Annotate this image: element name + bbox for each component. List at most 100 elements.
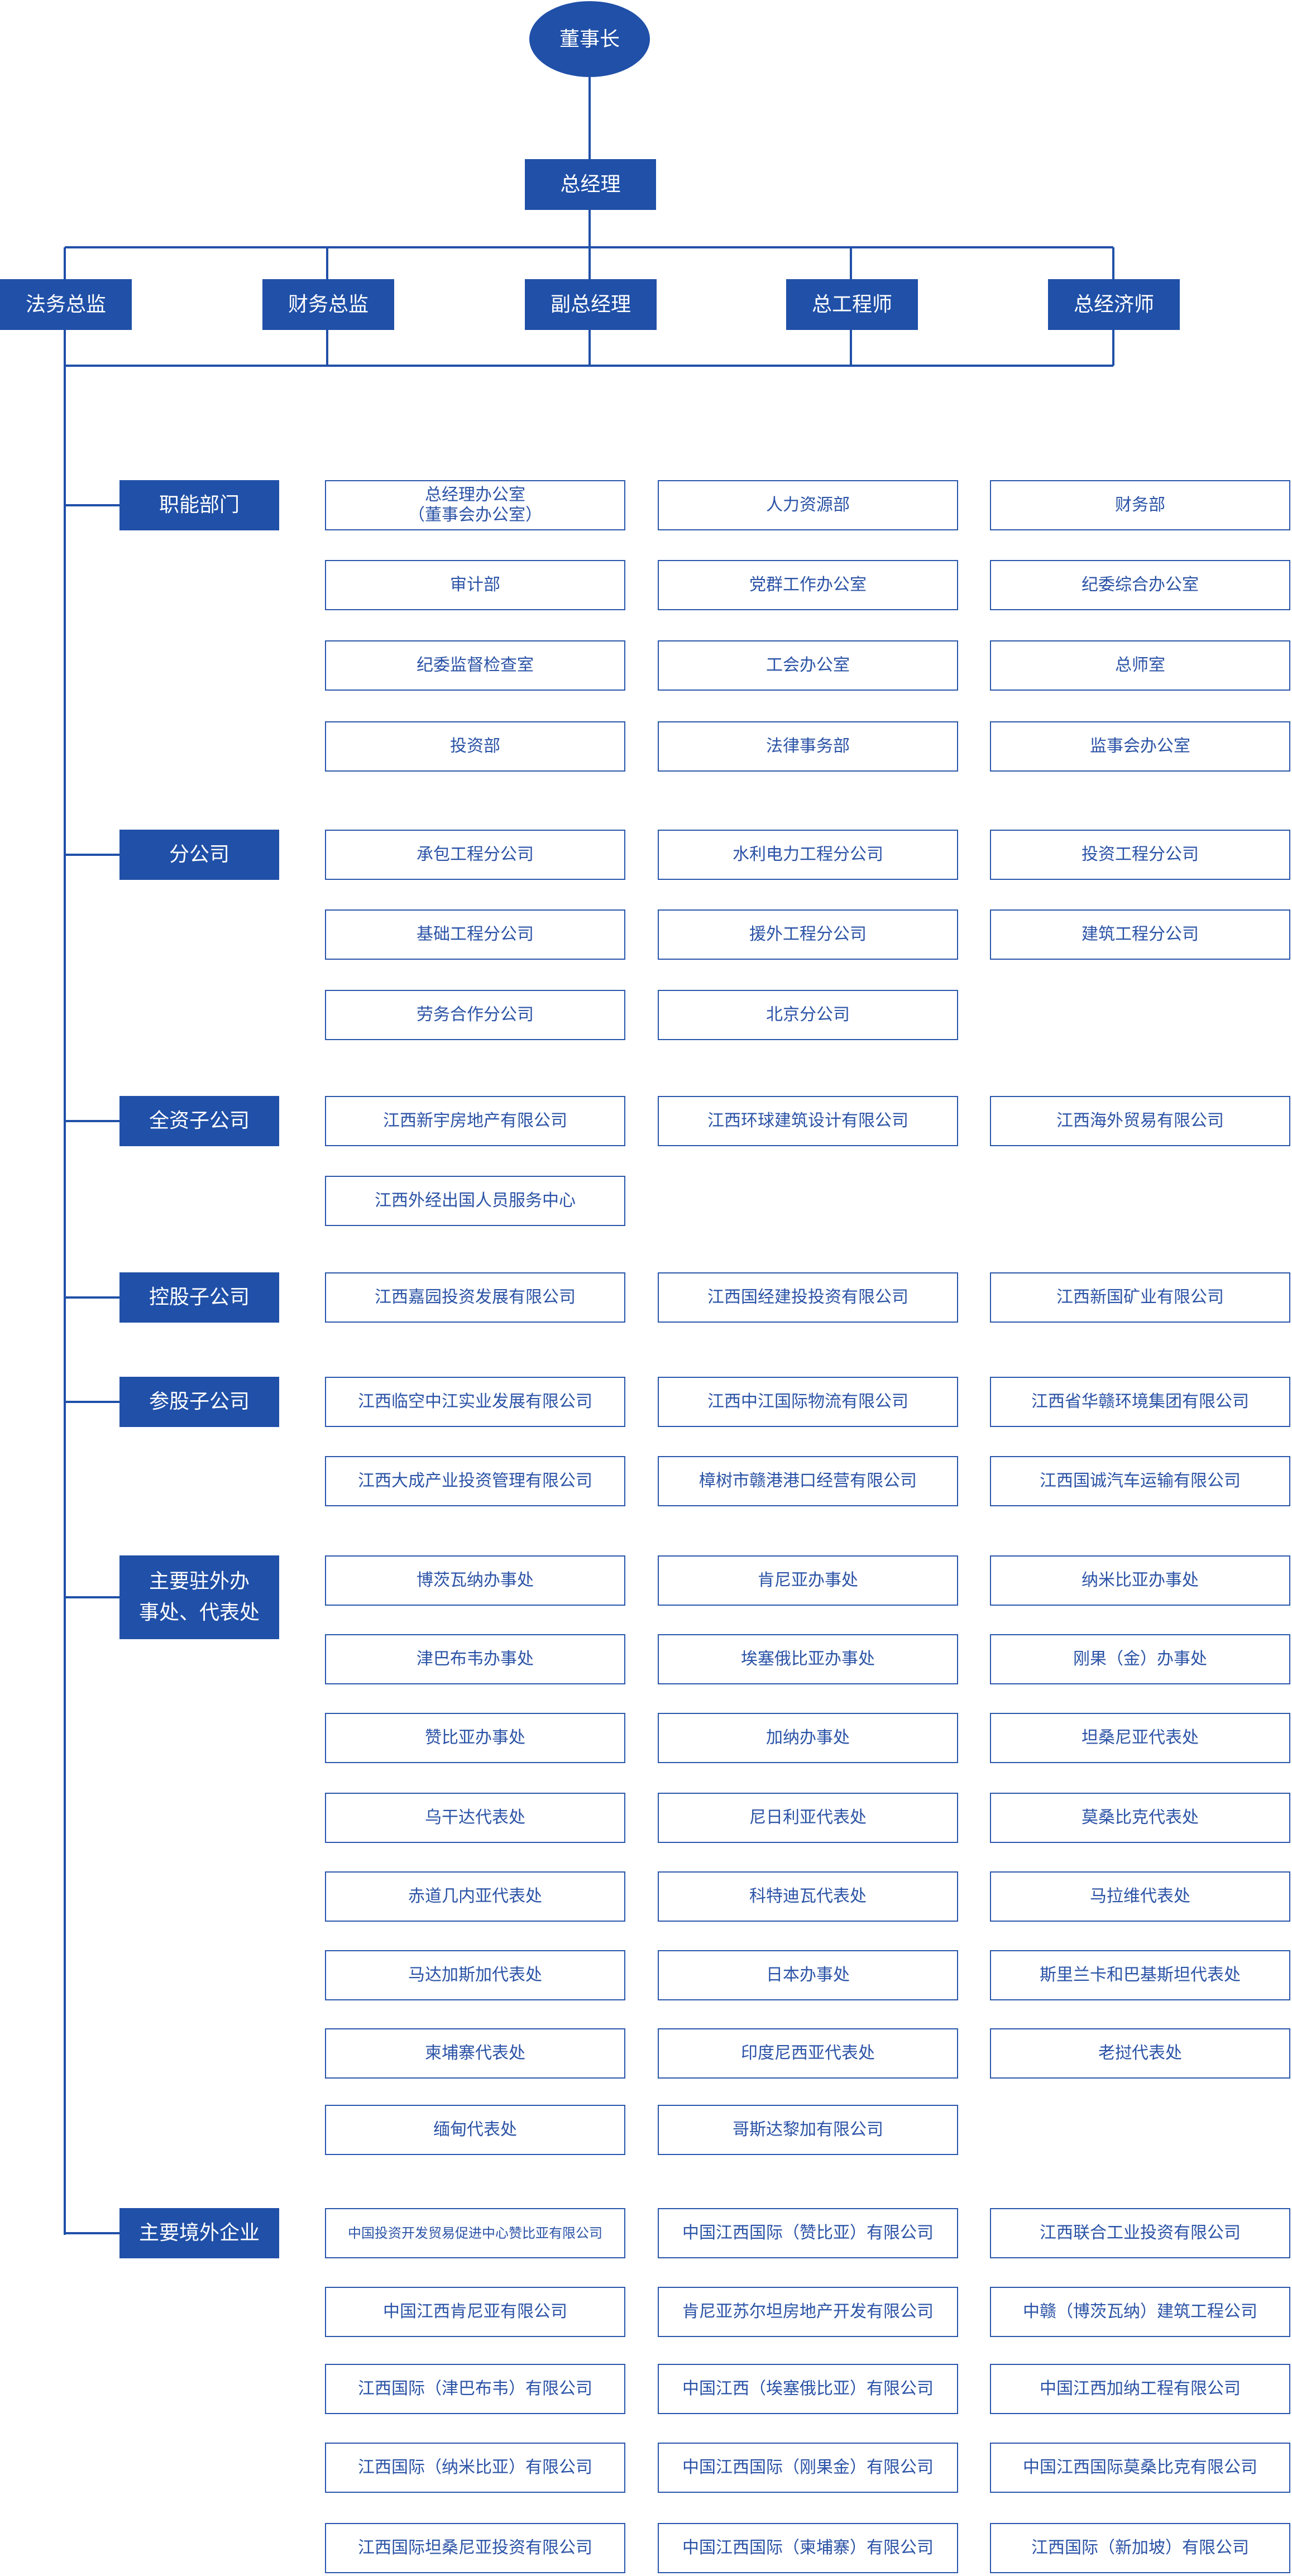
section-heading-label: 职能部门 [159, 494, 240, 517]
executive-label: 法务总监 [25, 293, 106, 316]
section-heading-label: 参股子公司 [149, 1390, 250, 1414]
section-heading-label: 主要境外企业 [138, 2221, 260, 2245]
unit-box: 肯尼亚苏尔坦房地产开发有限公司 [658, 2287, 958, 2337]
unit-label: 江西国际（新加坡）有限公司 [1031, 2538, 1249, 2558]
section-heading-label: 全资子公司 [149, 1109, 250, 1133]
section-heading-label: 分公司 [169, 843, 229, 866]
unit-box: 赤道几内亚代表处 [325, 1871, 625, 1922]
unit-box: 人力资源部 [658, 480, 958, 530]
unit-box: 江西中江国际物流有限公司 [658, 1377, 958, 1427]
unit-label: 江西联合工业投资有限公司 [1040, 2223, 1241, 2243]
unit-label: 江西大成产业投资管理有限公司 [358, 1471, 592, 1491]
unit-label: 津巴布韦办事处 [417, 1649, 534, 1669]
unit-label: 中国江西国际莫桑比克有限公司 [1023, 2458, 1257, 2478]
unit-label: 江西海外贸易有限公司 [1056, 1111, 1224, 1131]
unit-box: 赞比亚办事处 [325, 1713, 625, 1763]
unit-box: 投资工程分公司 [990, 830, 1290, 880]
unit-box: 劳务合作分公司 [325, 990, 625, 1040]
unit-box: 科特迪瓦代表处 [658, 1871, 958, 1922]
unit-box: 纪委综合办公室 [990, 560, 1290, 610]
unit-label: 博茨瓦纳办事处 [417, 1571, 534, 1591]
unit-box: 援外工程分公司 [658, 909, 958, 960]
unit-label: 江西环球建筑设计有限公司 [707, 1111, 908, 1131]
unit-label: 柬埔寨代表处 [425, 2043, 525, 2063]
unit-label: 江西嘉园投资发展有限公司 [375, 1287, 576, 1308]
unit-label: 投资工程分公司 [1082, 845, 1199, 865]
unit-box: 中赣（博茨瓦纳）建筑工程公司 [990, 2287, 1290, 2337]
unit-label: 江西外经出国人员服务中心 [375, 1191, 576, 1211]
unit-label: 法律事务部 [766, 736, 850, 756]
unit-label: 埃塞俄比亚办事处 [741, 1649, 875, 1669]
unit-label: 中国江西加纳工程有限公司 [1040, 2379, 1241, 2399]
unit-label: 日本办事处 [766, 1965, 850, 1985]
unit-box: 中国江西国际（赞比亚）有限公司 [658, 2208, 958, 2258]
unit-box: 中国江西肯尼亚有限公司 [325, 2287, 625, 2337]
general-manager-label: 总经理 [560, 173, 621, 196]
unit-label: 北京分公司 [766, 1005, 850, 1025]
unit-box: 江西国际（新加坡）有限公司 [990, 2523, 1290, 2573]
unit-label: 中国江西（埃塞俄比亚）有限公司 [682, 2379, 934, 2399]
unit-box: 加纳办事处 [658, 1713, 958, 1763]
unit-box: 建筑工程分公司 [990, 909, 1290, 960]
unit-box: 工会办公室 [658, 640, 958, 691]
unit-label: 江西新国矿业有限公司 [1056, 1287, 1224, 1308]
unit-box: 江西新国矿业有限公司 [990, 1272, 1290, 1323]
executive-finance-director: 财务总监 [262, 279, 394, 330]
unit-label: 科特迪瓦代表处 [749, 1886, 867, 1907]
section-heading: 参股子公司 [119, 1377, 279, 1427]
unit-box: 投资部 [325, 721, 625, 772]
general-manager-node: 总经理 [525, 159, 656, 210]
unit-box: 江西临空中江实业发展有限公司 [325, 1377, 625, 1427]
unit-box: 江西国经建投投资有限公司 [658, 1272, 958, 1323]
unit-box: 党群工作办公室 [658, 560, 958, 610]
unit-label: 建筑工程分公司 [1082, 925, 1199, 945]
unit-label: 江西国诚汽车运输有限公司 [1040, 1471, 1241, 1491]
unit-box: 斯里兰卡和巴基斯坦代表处 [990, 1950, 1290, 2000]
unit-box: 缅甸代表处 [325, 2105, 625, 2155]
unit-label: 尼日利亚代表处 [749, 1808, 867, 1828]
unit-box: 江西国际（津巴布韦）有限公司 [325, 2364, 625, 2414]
unit-box: 水利电力工程分公司 [658, 830, 958, 880]
unit-box: 马拉维代表处 [990, 1871, 1290, 1922]
unit-label: 投资部 [450, 736, 500, 756]
unit-box: 监事会办公室 [990, 721, 1290, 772]
unit-box: 江西大成产业投资管理有限公司 [325, 1456, 625, 1506]
unit-label: 江西省华赣环境集团有限公司 [1031, 1392, 1249, 1412]
executive-label: 总工程师 [811, 293, 892, 316]
unit-label: 缅甸代表处 [433, 2120, 517, 2140]
unit-box: 中国江西国际（柬埔寨）有限公司 [658, 2523, 958, 2573]
unit-box: 中国江西（埃塞俄比亚）有限公司 [658, 2364, 958, 2414]
unit-label: 审计部 [450, 575, 500, 595]
unit-label: 财务部 [1115, 495, 1165, 515]
unit-box: 江西联合工业投资有限公司 [990, 2208, 1290, 2258]
executive-chief-economist: 总经济师 [1048, 279, 1180, 330]
unit-box: 中国投资开发贸易促进中心赞比亚有限公司 [325, 2208, 625, 2258]
unit-label: 江西国际（津巴布韦）有限公司 [358, 2379, 592, 2399]
unit-label: 基础工程分公司 [417, 925, 534, 945]
chairman-node: 董事长 [529, 1, 650, 77]
unit-box: 基础工程分公司 [325, 909, 625, 960]
section-heading-label: 主要驻外办 事处、代表处 [138, 1570, 260, 1624]
executive-label: 副总经理 [550, 293, 631, 316]
section-heading: 职能部门 [119, 480, 279, 530]
unit-label: 纳米比亚办事处 [1082, 1571, 1199, 1591]
unit-label: 莫桑比克代表处 [1082, 1808, 1199, 1828]
unit-label: 马拉维代表处 [1090, 1886, 1190, 1907]
section-heading: 分公司 [119, 830, 279, 880]
unit-box: 江西省华赣环境集团有限公司 [990, 1377, 1290, 1427]
unit-box: 法律事务部 [658, 721, 958, 772]
unit-box: 哥斯达黎加有限公司 [658, 2105, 958, 2155]
unit-label: 江西中江国际物流有限公司 [707, 1392, 908, 1412]
unit-box: 江西国际（纳米比亚）有限公司 [325, 2443, 625, 2493]
unit-label: 江西临空中江实业发展有限公司 [358, 1392, 592, 1412]
unit-label: 江西国际（纳米比亚）有限公司 [358, 2458, 592, 2478]
unit-label: 赤道几内亚代表处 [408, 1886, 542, 1907]
unit-label: 肯尼亚苏尔坦房地产开发有限公司 [682, 2302, 934, 2322]
unit-box: 老挝代表处 [990, 2028, 1290, 2079]
unit-box: 印度尼西亚代表处 [658, 2028, 958, 2079]
unit-label: 中赣（博茨瓦纳）建筑工程公司 [1023, 2302, 1257, 2322]
unit-box: 乌干达代表处 [325, 1793, 625, 1843]
unit-label: 承包工程分公司 [417, 845, 534, 865]
